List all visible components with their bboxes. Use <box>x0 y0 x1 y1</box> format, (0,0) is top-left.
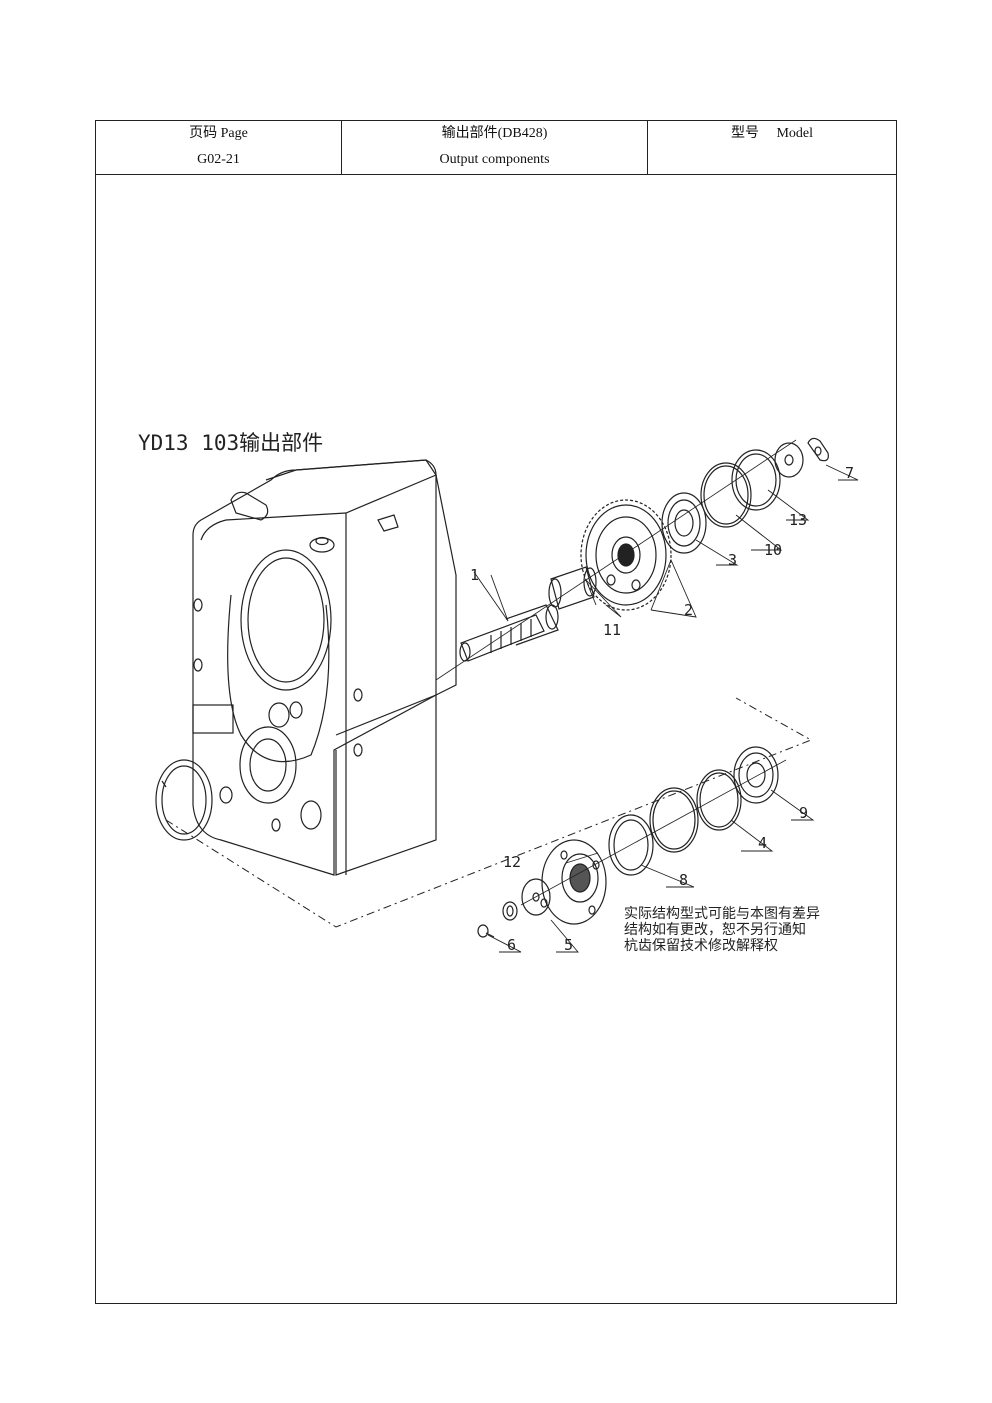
callout-7: 7 <box>845 464 854 482</box>
shim-part-13 <box>731 449 781 511</box>
callout-2: 2 <box>684 601 693 619</box>
header-table: 页码 Page G02-21 输出部件(DB428) Output compon… <box>96 121 896 175</box>
page-label: 页码 Page <box>189 126 248 141</box>
shim-part-4 <box>696 769 742 831</box>
model-cell: 型号 Model <box>648 121 896 174</box>
callout-6: 6 <box>507 936 516 954</box>
callout-13: 13 <box>789 511 807 529</box>
note-line-1: 实际结构型式可能与本图有差异 <box>624 906 820 922</box>
output-gear <box>580 499 672 611</box>
section-subtitle: Output components <box>439 152 550 167</box>
callout-8: 8 <box>679 871 688 889</box>
page-code: G02-21 <box>197 152 240 167</box>
model-label-row: 型号 Model <box>648 121 896 147</box>
snap-ring-part-10 <box>700 462 752 528</box>
callout-leaders <box>473 464 859 953</box>
model-label-en: Model <box>776 126 814 141</box>
snap-ring-lower <box>649 787 699 853</box>
model-label: 型号 <box>730 126 759 141</box>
flange-part-12 <box>541 839 607 925</box>
end-cap-plate <box>774 442 804 478</box>
sleeve-part <box>548 566 597 610</box>
callout-9: 9 <box>799 804 808 822</box>
section-title: 输出部件(DB428) <box>441 126 548 141</box>
bolt-part-6 <box>477 924 495 938</box>
small-plate-part-7 <box>807 437 829 462</box>
assembly-boundary-dashed <box>165 697 813 928</box>
page-cell: 页码 Page G02-21 <box>96 121 342 174</box>
center-axis-line <box>435 439 797 681</box>
callout-12: 12 <box>503 853 521 871</box>
note-line-3: 杭齿保留技术修改解释权 <box>624 938 778 954</box>
left-snap-ring <box>155 759 213 841</box>
callout-4: 4 <box>758 834 767 852</box>
oil-seal-part-8 <box>608 814 654 876</box>
disclaimer-note: 实际结构型式可能与本图有差异 结构如有更改，恕不另行通知 杭齿保留技术修改解释权 <box>624 906 820 954</box>
callout-numbers: 1 2 3 4 5 6 7 8 9 10 11 12 13 <box>470 464 854 954</box>
callout-10: 10 <box>764 541 782 559</box>
gearbox-housing <box>192 459 457 876</box>
callout-3: 3 <box>728 551 737 569</box>
output-shaft <box>459 604 559 662</box>
exploded-parts-drawing: YD13 103输出部件 <box>138 431 859 954</box>
bearing-part-9 <box>733 746 779 804</box>
callout-1: 1 <box>470 566 479 584</box>
callout-11: 11 <box>603 621 621 639</box>
bearing-part-3 <box>661 492 707 554</box>
note-line-2: 结构如有更改，恕不另行通知 <box>624 921 806 938</box>
callout-5: 5 <box>564 936 573 954</box>
section-cell: 输出部件(DB428) Output components <box>342 121 648 174</box>
drawing-title: YD13 103输出部件 <box>138 431 323 455</box>
lower-axis-line <box>520 759 787 906</box>
page-frame: 页码 Page G02-21 输出部件(DB428) Output compon… <box>95 120 897 1304</box>
washer-part <box>502 901 518 921</box>
